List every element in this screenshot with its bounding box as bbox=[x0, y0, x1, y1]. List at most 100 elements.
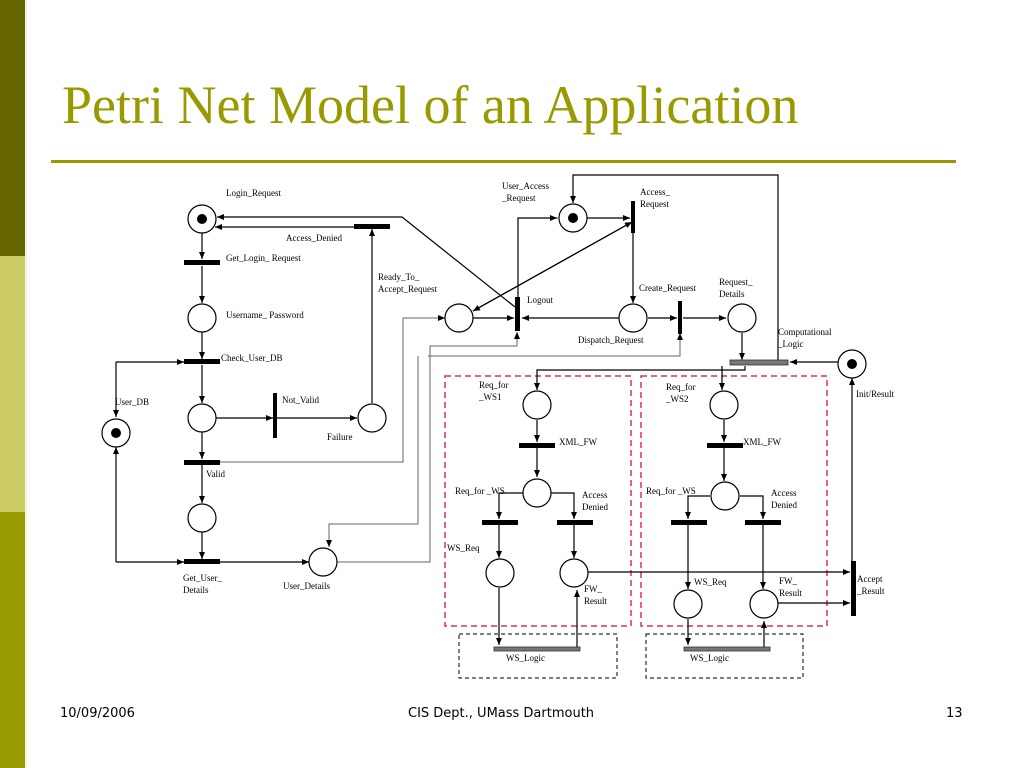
transition-computational-logic bbox=[729, 359, 789, 366]
label-login-request: Login_Request bbox=[226, 188, 281, 198]
label-ws-req-1: WS_Req bbox=[447, 543, 480, 553]
transition-valid bbox=[184, 460, 220, 465]
place-ws1-fw-result bbox=[559, 558, 589, 588]
place-ws2-fw bbox=[710, 481, 740, 511]
label-ws-logic-2: WS_Logic bbox=[690, 653, 729, 663]
transition-create-request bbox=[678, 301, 682, 334]
label-get-user-1: Get_User_ bbox=[183, 573, 222, 583]
label-ws-logic-1: WS_Logic bbox=[506, 653, 545, 663]
transition-access-request bbox=[631, 201, 635, 233]
label-user-details: User_Details bbox=[283, 581, 330, 591]
label-req-for-ws2-1: Req_for bbox=[666, 382, 696, 392]
label-access-denied-ws2-1: Access bbox=[771, 488, 797, 498]
label-init-result: Init/Result bbox=[856, 389, 894, 399]
slide-title: Petri Net Model of an Application bbox=[62, 75, 799, 135]
label-user-db: User_DB bbox=[115, 397, 149, 407]
label-get-login-request: Get_Login_ Request bbox=[226, 253, 301, 263]
label-dispatch-request: Dispatch_Request bbox=[578, 335, 644, 345]
label-accept-result-2: _Result bbox=[856, 586, 885, 596]
place-ws2-fw-result bbox=[749, 589, 779, 619]
ws-logic-box-1 bbox=[458, 633, 618, 679]
label-req-for-ws-2: Req_for _WS bbox=[646, 486, 696, 496]
place-dispatch-request bbox=[618, 303, 648, 333]
label-request-details-2: Details bbox=[719, 289, 745, 299]
place-req-for-ws1 bbox=[522, 390, 552, 420]
transition-get-user-details bbox=[184, 559, 220, 564]
transition-not-valid bbox=[273, 393, 277, 438]
place-req-for-ws2 bbox=[709, 390, 739, 420]
transition-logout bbox=[515, 297, 520, 331]
transition-ws-logic-2 bbox=[683, 646, 771, 652]
ws-logic-box-2 bbox=[645, 633, 804, 679]
place-username-password bbox=[187, 303, 217, 333]
sidebar-band-dark bbox=[0, 0, 25, 256]
label-fw-result-ws1-2: Result bbox=[584, 596, 608, 606]
sidebar-edge bbox=[25, 0, 27, 768]
transition-accept-result bbox=[851, 561, 856, 616]
transition-ws1-denied bbox=[557, 520, 593, 525]
label-access-denied-ws2-2: Denied bbox=[771, 500, 797, 510]
label-req-for-ws-1: Req_for _WS bbox=[455, 486, 505, 496]
place-user-details bbox=[308, 547, 338, 577]
place-ws1-fw bbox=[522, 478, 552, 508]
place-request-details bbox=[727, 303, 757, 333]
ws2-group-box bbox=[640, 375, 828, 627]
label-ws-req-2: WS_Req bbox=[694, 577, 727, 587]
footer-organization: CIS Dept., UMass Dartmouth bbox=[408, 706, 595, 721]
place-failure bbox=[357, 403, 387, 433]
label-access-denied-ws1-2: Denied bbox=[582, 502, 608, 512]
label-not-valid: Not_Valid bbox=[282, 395, 319, 405]
label-create-request: Create_Request bbox=[639, 283, 696, 293]
label-access-request-2: Request bbox=[640, 199, 669, 209]
place-ready-to-accept bbox=[444, 303, 474, 333]
label-ready-to-2: Accept_Request bbox=[378, 284, 437, 294]
label-req-for-ws1-2: _WS1 bbox=[478, 392, 502, 402]
transition-ws1-req bbox=[482, 520, 518, 525]
token-login-request bbox=[197, 214, 207, 224]
label-fw-result-ws2-2: Result bbox=[779, 588, 803, 598]
label-accept-result-1: Accept bbox=[857, 574, 883, 584]
transitions bbox=[184, 201, 856, 616]
transition-xml-fw-1 bbox=[519, 443, 555, 448]
token-user-db bbox=[111, 428, 121, 438]
label-failure: Failure bbox=[327, 432, 353, 442]
label-user-access-1: User_Access bbox=[502, 181, 549, 191]
gray-connectors bbox=[218, 217, 683, 563]
label-access-denied: Access_Denied bbox=[286, 233, 342, 243]
label-access-request-1: Access_ bbox=[640, 187, 670, 197]
label-req-for-ws2-2: _WS2 bbox=[665, 394, 689, 404]
label-fw-result-ws1-1: FW_ bbox=[584, 584, 603, 594]
label-logout: Logout bbox=[527, 295, 553, 305]
label-valid: Valid bbox=[206, 469, 225, 479]
ws1-group-box bbox=[444, 375, 632, 627]
transition-ws2-req bbox=[671, 520, 707, 525]
title-underline bbox=[51, 160, 956, 163]
transition-access-denied bbox=[354, 224, 390, 229]
label-xml-fw-2: XML_FW bbox=[743, 437, 782, 447]
footer-date: 10/09/2006 bbox=[60, 706, 135, 721]
label-req-for-ws1-1: Req_for bbox=[479, 380, 509, 390]
label-get-user-2: Details bbox=[183, 585, 209, 595]
sidebar-band-mid bbox=[0, 512, 25, 768]
label-check-user-db: Check_User_DB bbox=[221, 353, 283, 363]
label-computational-1: Computational bbox=[778, 327, 832, 337]
token-user-access-request bbox=[568, 213, 578, 223]
label-request-details-1: Request_ bbox=[719, 277, 753, 287]
place-valid-user bbox=[187, 503, 217, 533]
label-computational-2: _Logic bbox=[777, 339, 804, 349]
transition-ws2-denied bbox=[745, 520, 781, 525]
label-access-denied-ws1-1: Access bbox=[582, 490, 608, 500]
label-ready-to-1: Ready_To_ bbox=[378, 272, 420, 282]
transition-ws-logic-1 bbox=[493, 646, 581, 652]
transition-xml-fw-2 bbox=[707, 443, 743, 448]
label-user-access-2: _Request bbox=[501, 193, 536, 203]
label-xml-fw-1: XML_FW bbox=[559, 437, 598, 447]
transition-get-login-request bbox=[184, 260, 220, 265]
transition-check-user-db bbox=[184, 359, 220, 364]
place-ws2-req bbox=[673, 589, 703, 619]
label-username-password: Username_ Password bbox=[226, 310, 304, 320]
sidebar-band-light bbox=[0, 256, 25, 512]
footer-page-number: 13 bbox=[946, 706, 963, 721]
arcs bbox=[113, 174, 855, 648]
